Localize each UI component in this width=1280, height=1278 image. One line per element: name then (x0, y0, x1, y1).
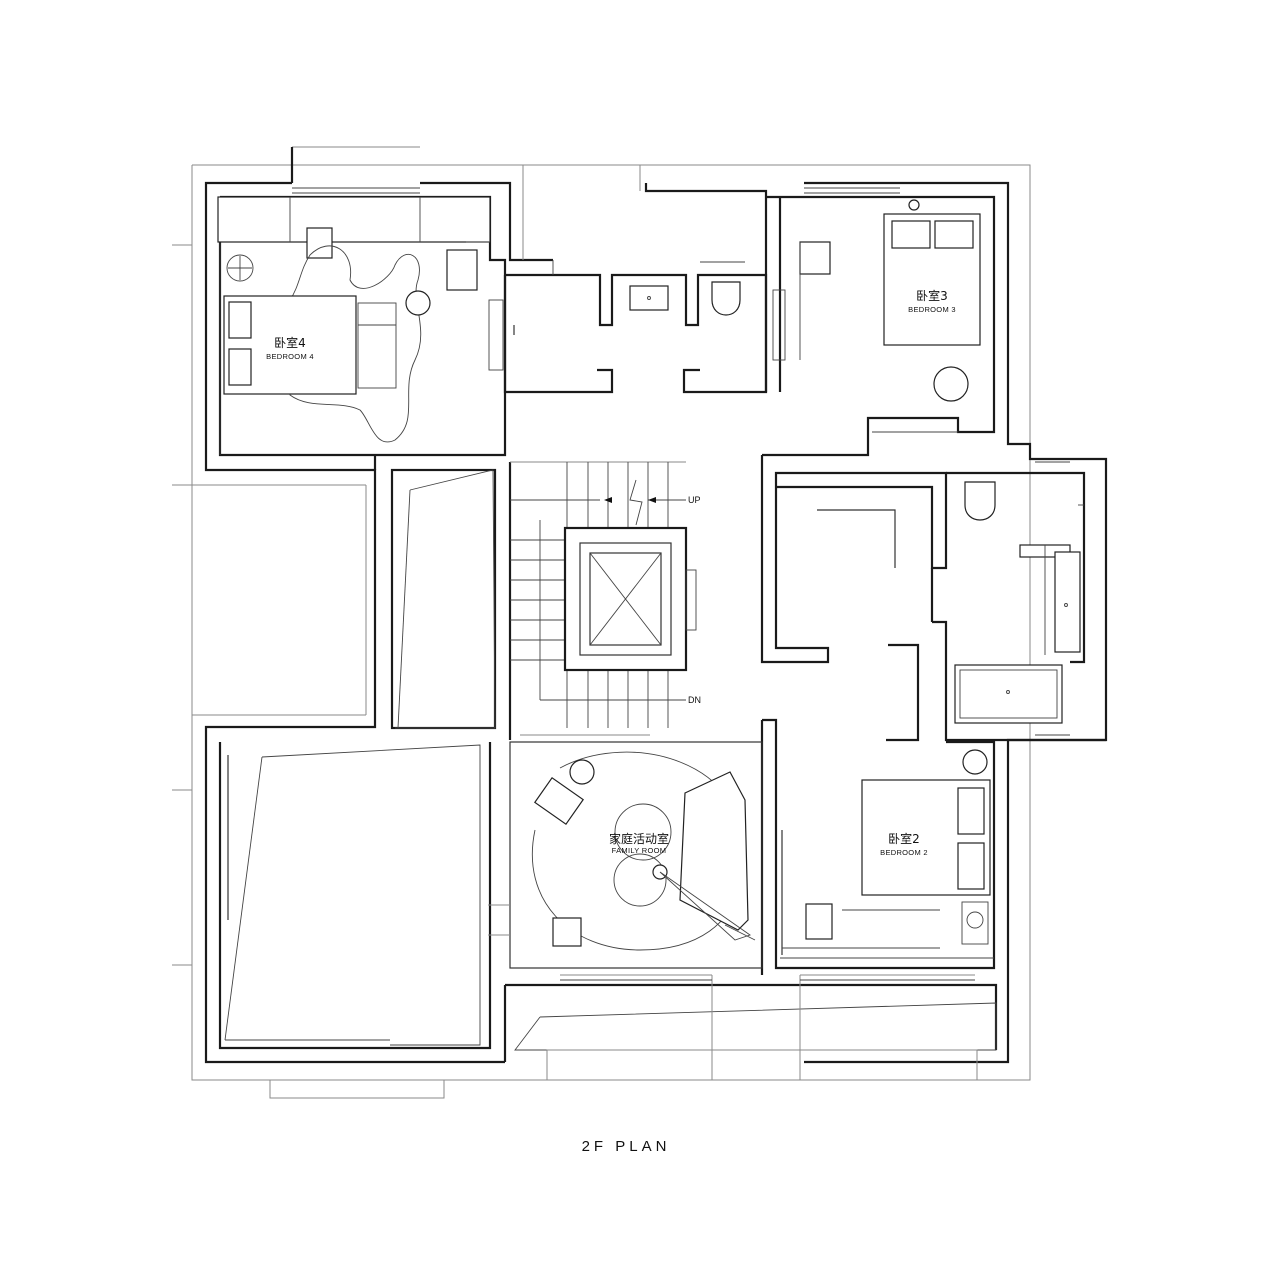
windows (292, 187, 975, 981)
bedroom-2: 卧室2 BEDROOM 2 (760, 718, 996, 975)
bedroom-2-label-cn: 卧室2 (888, 831, 920, 846)
master-bathroom (760, 455, 1106, 742)
central-bathroom (503, 165, 768, 394)
left-void (192, 468, 497, 730)
bedroom-3-label-en: BEDROOM 3 (908, 305, 956, 314)
lower-left-void (224, 744, 510, 1046)
stair-treads-top (510, 462, 669, 528)
bedroom-2-label-en: BEDROOM 2 (880, 848, 928, 857)
family-room: 家庭活动室 FAMILY ROOM (509, 734, 763, 969)
family-room-label-en: FAMILY ROOM (612, 846, 667, 855)
bedroom-4: 卧室4 BEDROOM 4 (217, 195, 507, 457)
bedroom-4-label-en: BEDROOM 4 (266, 352, 314, 361)
bedroom-3: 卧室3 BEDROOM 3 (762, 195, 996, 457)
stair-treads-left (510, 520, 565, 700)
bedroom-3-label-cn: 卧室3 (916, 288, 948, 303)
bottom-balcony (503, 974, 998, 1081)
stair-treads-bottom (540, 670, 686, 728)
family-room-label-cn: 家庭活动室 (609, 831, 669, 846)
stair-down-label: DN (688, 695, 701, 705)
outer-boundary (172, 146, 1031, 1099)
bedroom-4-label-cn: 卧室4 (274, 335, 306, 350)
plan-title: 2F PLAN (581, 1138, 671, 1155)
stair-up-label: UP (688, 495, 701, 505)
staircase: UP DN (508, 461, 701, 740)
